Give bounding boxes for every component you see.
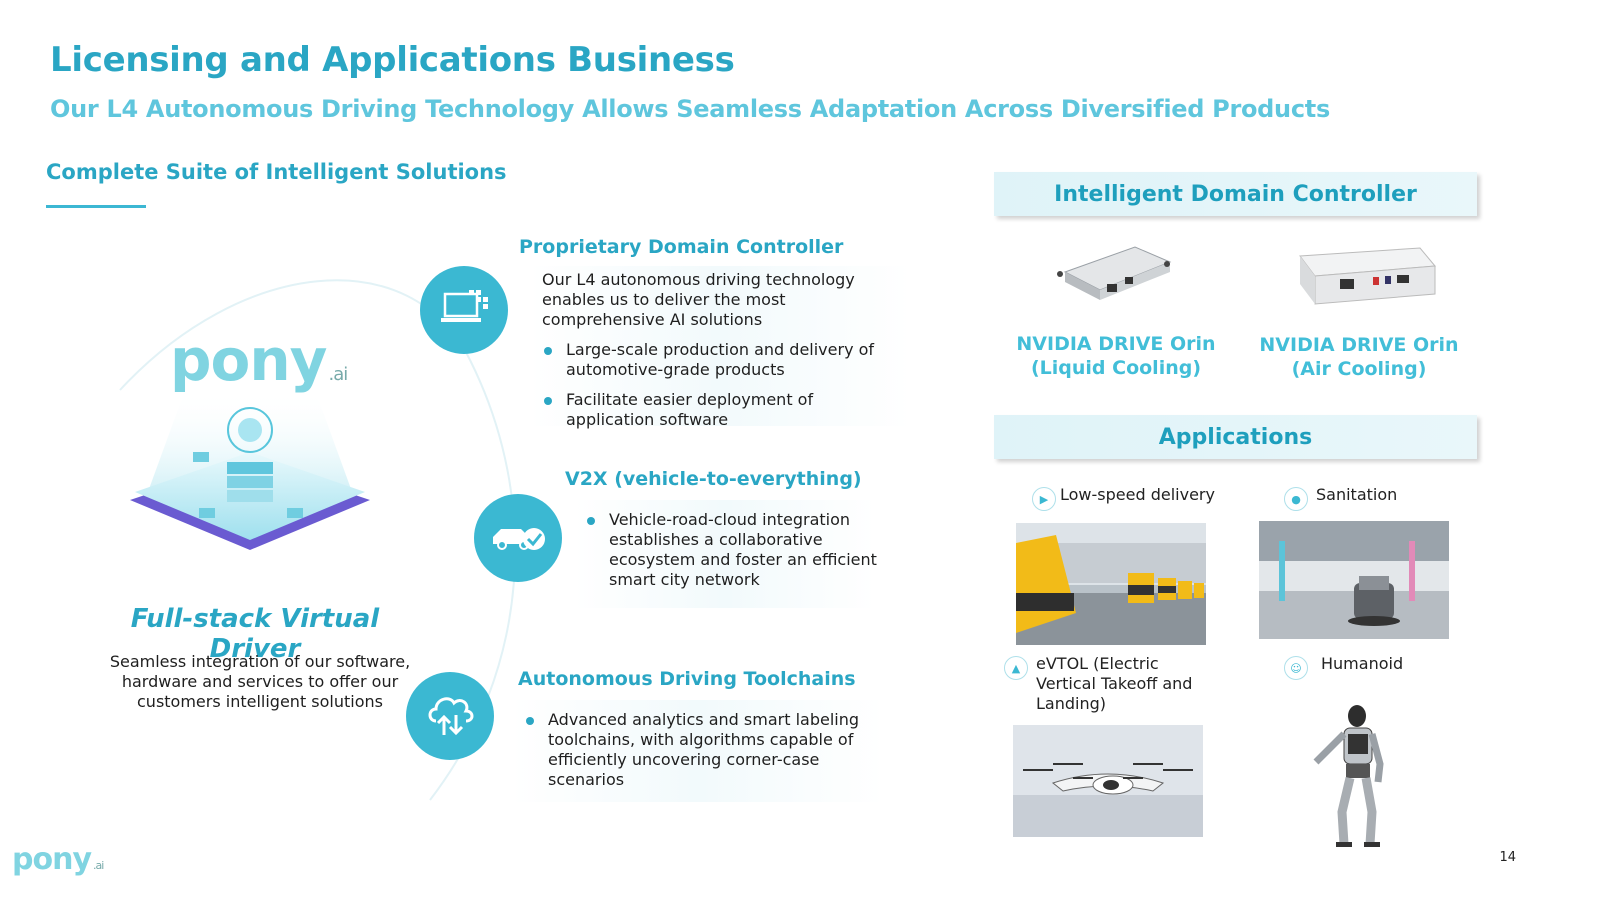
v2x-card: Vehicle-road-cloud integration establish…: [575, 500, 877, 608]
product-title: Full-stack Virtual Driver: [130, 604, 380, 664]
delivery-truck-icon: ▶: [1032, 487, 1056, 511]
section-title-toolchains: Autonomous Driving Toolchains: [518, 668, 856, 690]
list-item: Large-scale production and delivery of a…: [542, 340, 896, 380]
page-subtitle: Our L4 Autonomous Driving Technology All…: [50, 95, 1330, 123]
list-item: Advanced analytics and smart labeling to…: [524, 710, 878, 790]
virtual-driver-illustration: [130, 390, 370, 550]
humanoid-icon: ☺: [1284, 656, 1308, 680]
applications-header: Applications: [994, 415, 1477, 459]
app-label-evtol: eVTOL (Electric Vertical Takeoff and Lan…: [1036, 654, 1193, 713]
section-title-domain-controller: Proprietary Domain Controller: [519, 236, 844, 258]
section-title-v2x: V2X (vehicle-to-everything): [565, 468, 862, 490]
footer-logo: pony.ai: [12, 842, 104, 877]
product-description: Seamless integration of our software, ha…: [109, 652, 411, 711]
app-label-delivery: Low-speed delivery: [1060, 485, 1215, 504]
app-label-sanitation: Sanitation: [1316, 485, 1398, 504]
car-check-icon: [474, 494, 562, 582]
list-item: Vehicle-road-cloud integration establish…: [585, 510, 879, 590]
app-label-humanoid: Humanoid: [1321, 654, 1404, 673]
domain-controller-intro: Our L4 autonomous driving technology ena…: [542, 270, 855, 329]
computer-icon: [420, 266, 508, 354]
evtol-icon: ▲: [1004, 656, 1028, 680]
brand-logo-suffix: .ai: [328, 364, 348, 385]
decorative-arc: [119, 279, 517, 801]
delivery-vehicles-image: [1016, 523, 1206, 645]
footer-logo-text: pony: [12, 842, 92, 877]
page-number: 14: [1499, 850, 1516, 865]
page-title: Licensing and Applications Business: [50, 40, 735, 80]
domain-controller-card: Our L4 autonomous driving technology ena…: [530, 266, 910, 429]
air-cooling-controller-image: [1299, 247, 1436, 305]
sanitation-icon: ●: [1284, 487, 1308, 511]
brand-logo: pony.ai: [170, 326, 348, 394]
list-item: Facilitate easier deployment of applicat…: [542, 390, 866, 430]
section-heading: Complete Suite of Intelligent Solutions: [46, 160, 507, 184]
evtol-aircraft-image: [1013, 725, 1203, 837]
product-label-air: NVIDIA DRIVE Orin (Air Cooling): [1259, 334, 1459, 380]
footer-logo-suffix: .ai: [93, 859, 104, 872]
cloud-sync-icon: [406, 672, 494, 760]
product-label-liquid: NVIDIA DRIVE Orin (Liquid Cooling): [1016, 333, 1216, 379]
toolchains-card: Advanced analytics and smart labeling to…: [512, 700, 884, 802]
liquid-cooling-controller-image: [1057, 246, 1172, 300]
brand-logo-text: pony: [170, 326, 327, 394]
sanitation-robot-image: [1259, 521, 1449, 639]
controller-header: Intelligent Domain Controller: [994, 172, 1477, 216]
humanoid-robot-image: [1313, 705, 1384, 847]
heading-underline: [46, 205, 146, 208]
